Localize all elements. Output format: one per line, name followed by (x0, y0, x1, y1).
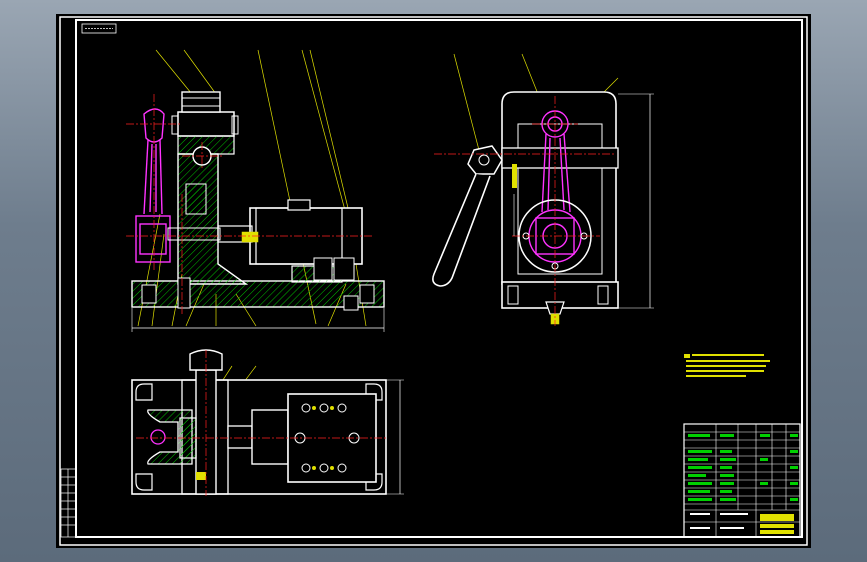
operating-handle (467, 145, 503, 175)
top-clamp (177, 111, 235, 137)
side-body (501, 91, 617, 285)
corner-label-box (81, 23, 117, 34)
title-block (683, 423, 801, 538)
technical-notes (684, 354, 770, 377)
drawing-sheet (56, 14, 811, 548)
side-revision-table (60, 468, 77, 538)
title-block-tag (760, 514, 794, 521)
front-base (131, 280, 385, 308)
inner-frame (75, 19, 803, 538)
top-view (131, 349, 404, 496)
front-view (126, 49, 385, 332)
cad-drawing (59, 16, 808, 546)
connecting-rod-front (135, 108, 171, 263)
front-column (177, 153, 249, 285)
outer-frame (59, 16, 808, 546)
side-view (432, 53, 654, 326)
